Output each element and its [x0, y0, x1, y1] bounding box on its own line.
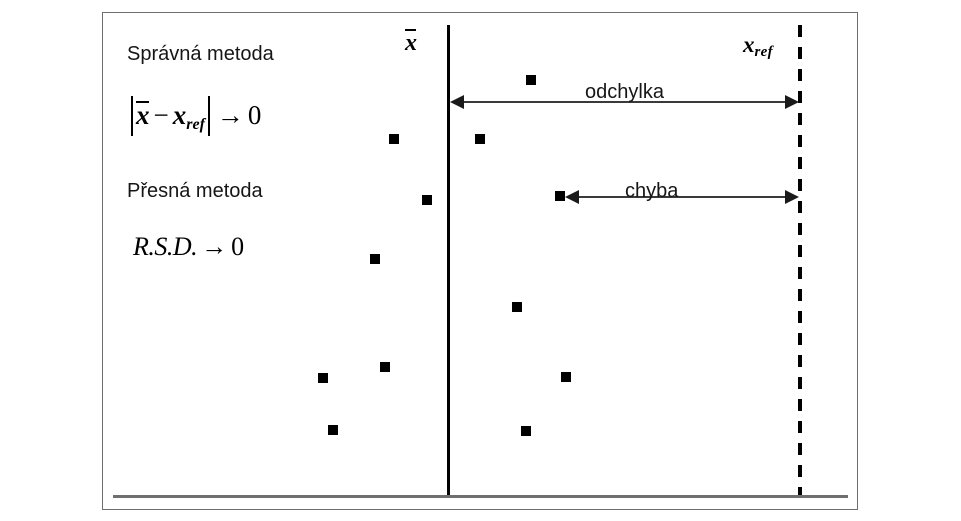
formula-rsd-label: R.S.D. — [133, 232, 198, 261]
formula-limit: 0 — [247, 100, 262, 130]
formula-arrow-icon: → — [216, 100, 244, 130]
data-point — [521, 426, 531, 436]
plot-area: x xref Správná metoda x−xref→0 Přesná me… — [102, 12, 858, 510]
heading-spravna-metoda: Správná metoda — [127, 43, 274, 65]
reference-axis-label-text: x — [743, 32, 755, 57]
formula-minus: − — [153, 100, 169, 130]
odchylka-label: odchylka — [585, 81, 664, 103]
odchylka-arrow-line — [462, 101, 797, 103]
formula-accuracy: x−xref→0 — [128, 96, 261, 136]
mean-axis-line — [447, 25, 450, 498]
figure-frame — [102, 12, 858, 510]
data-point — [561, 372, 571, 382]
data-point — [389, 134, 399, 144]
baseline-axis — [113, 495, 848, 498]
heading-presna-metoda: Přesná metoda — [127, 180, 263, 202]
mean-axis-label: x — [405, 29, 417, 57]
chyba-label: chyba — [625, 180, 679, 202]
reference-axis-label: xref — [743, 32, 773, 61]
data-point — [380, 362, 390, 372]
formula-var-ref: x — [172, 100, 187, 130]
data-point — [328, 425, 338, 435]
data-point — [555, 191, 565, 201]
odchylka-arrow-head-left-icon — [450, 95, 464, 109]
formula-rsd-limit: 0 — [231, 232, 245, 261]
odchylka-arrow-head-right-icon — [785, 95, 799, 109]
abs-bar-right-icon — [207, 96, 210, 136]
data-point — [475, 134, 485, 144]
formula-var-mean: x — [136, 100, 150, 130]
formula-var-ref-sub: ref — [186, 116, 205, 133]
formula-rsd-arrow-icon: → — [201, 232, 228, 261]
chyba-arrow-head-left-icon — [565, 190, 579, 204]
data-point — [370, 254, 380, 264]
formula-precision: R.S.D.→0 — [133, 232, 244, 262]
data-point — [512, 302, 522, 312]
reference-axis-line — [798, 25, 802, 498]
data-point — [422, 195, 432, 205]
data-point — [318, 373, 328, 383]
data-point — [526, 75, 536, 85]
reference-axis-label-sub: ref — [754, 44, 773, 60]
chyba-arrow-line — [577, 196, 797, 198]
mean-axis-label-text: x — [405, 29, 417, 56]
chyba-arrow-head-right-icon — [785, 190, 799, 204]
abs-bar-left-icon — [131, 96, 133, 136]
